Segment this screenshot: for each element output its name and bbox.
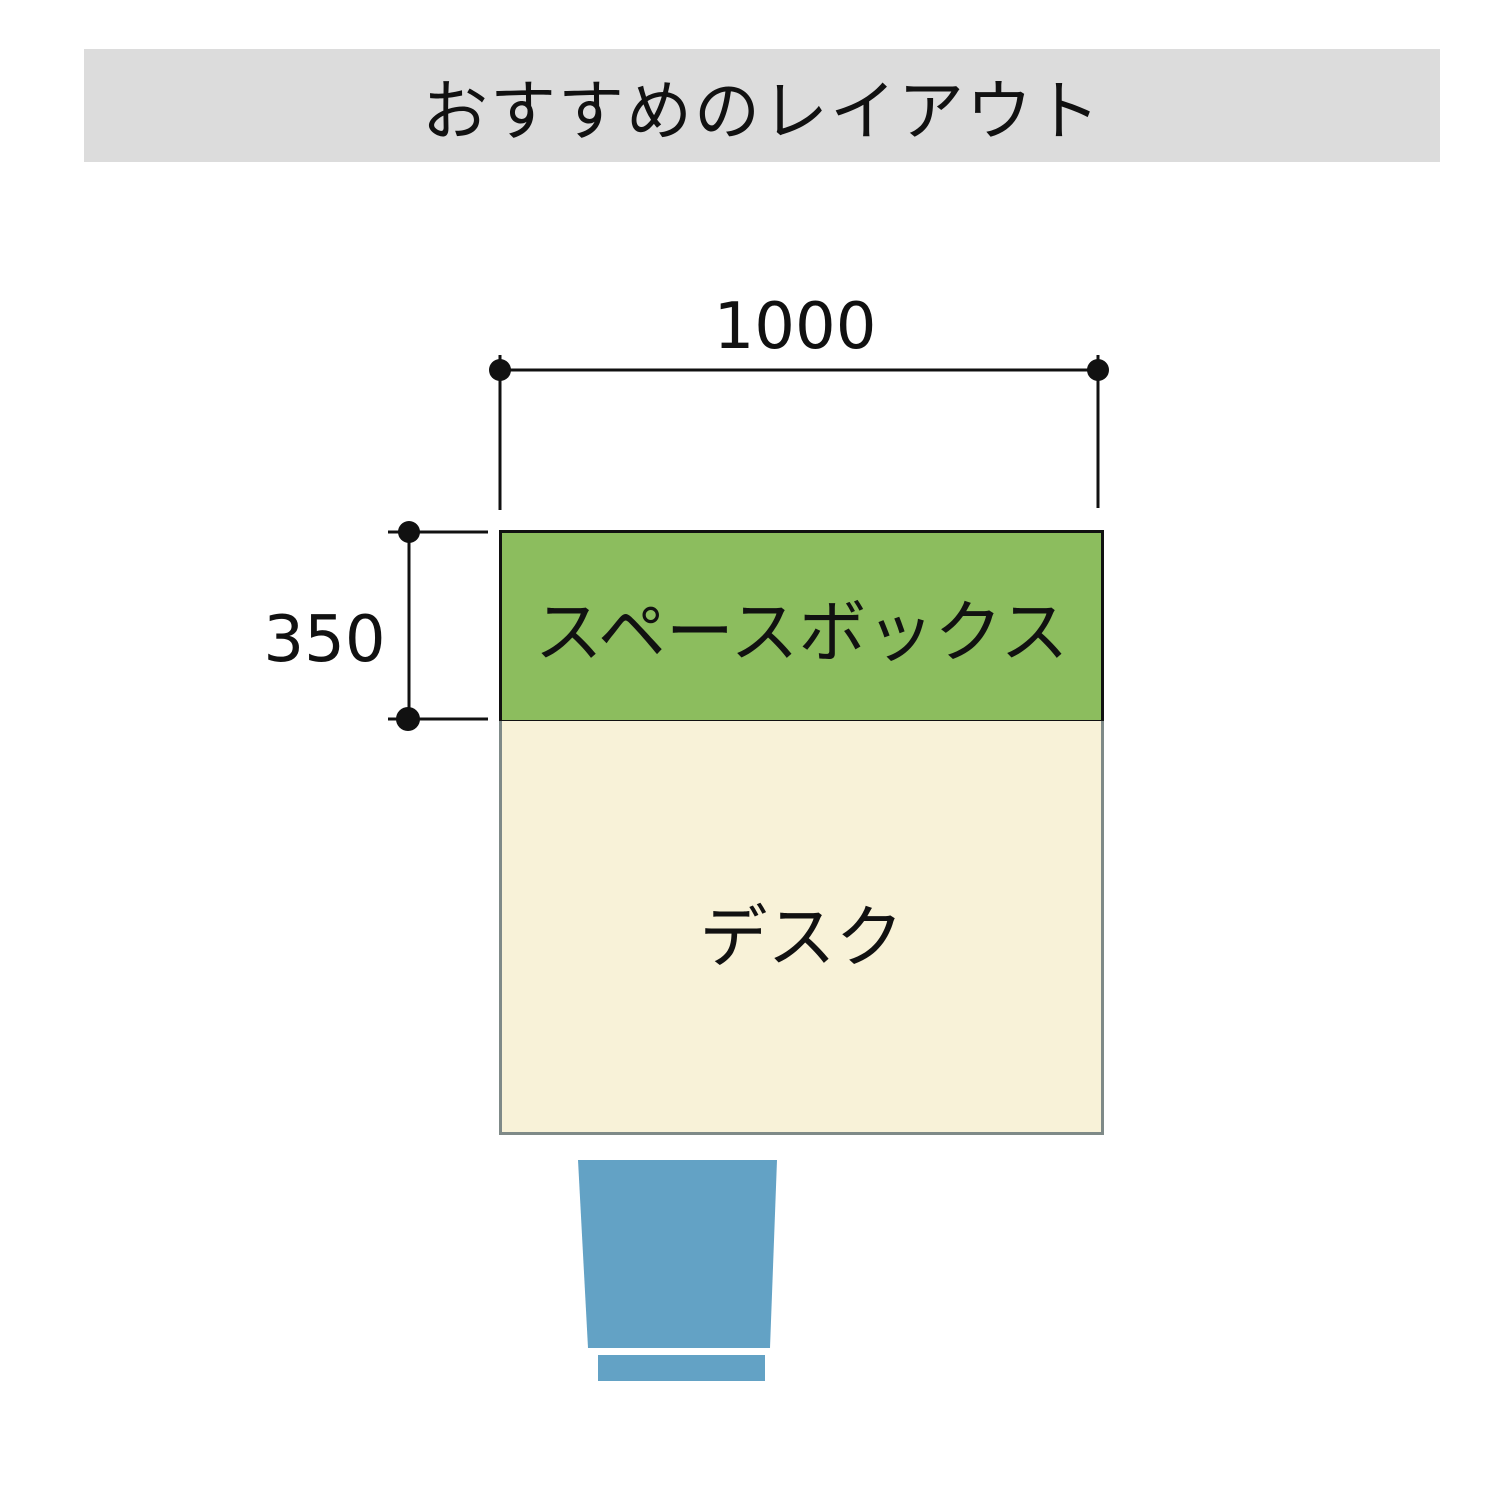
chair-icon (578, 1160, 777, 1381)
height-dimension (388, 521, 488, 731)
title-banner: おすすめのレイアウト (84, 49, 1440, 162)
width-label: 1000 (713, 290, 877, 364)
space-box: スペースボックス (499, 530, 1104, 723)
desk-label: デスク (699, 899, 904, 978)
page-title: おすすめのレイアウト (422, 72, 1102, 150)
height-label: 350 (263, 603, 386, 677)
space-box-label: スペースボックス (534, 594, 1069, 673)
width-dimension (489, 355, 1109, 510)
desk: デスク (499, 721, 1104, 1135)
